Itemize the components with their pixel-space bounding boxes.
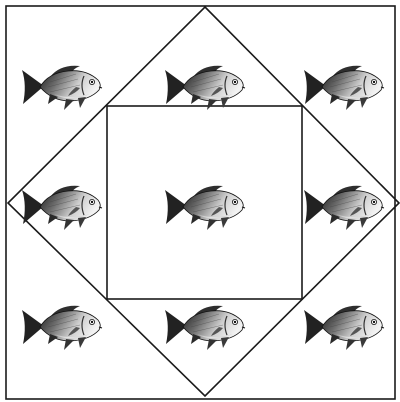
fish-icon	[22, 66, 102, 110]
fish-icon	[165, 66, 245, 110]
fish-icon	[22, 306, 102, 350]
fish-icon	[165, 186, 245, 230]
fish-icon	[304, 66, 384, 110]
fish-icon	[304, 306, 384, 350]
fish-icon	[22, 186, 102, 230]
fish-group	[22, 66, 384, 350]
fish-icon	[304, 186, 384, 230]
fish-icon	[165, 306, 245, 350]
